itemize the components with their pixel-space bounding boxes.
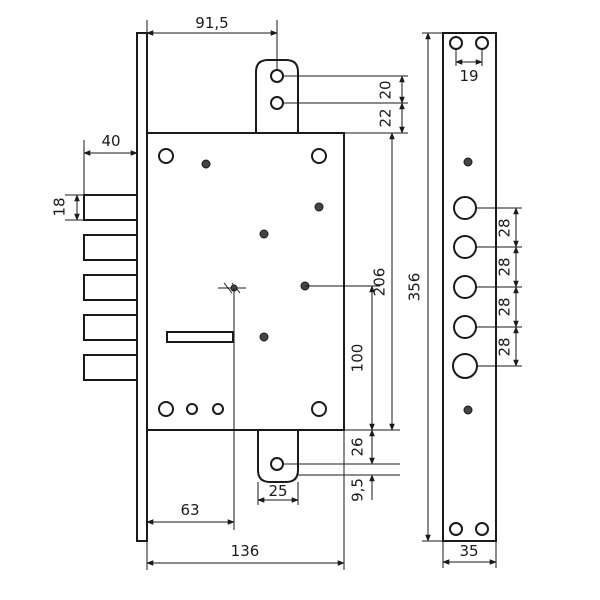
strike-bolt-hole [453,196,477,220]
strike-plate [442,32,497,542]
dim-label-bolt-projection: 40 [101,132,120,150]
dim-label-height-206: 206 [371,268,389,297]
strike-bolt-hole [452,353,478,379]
dim-label-bottom-plate-width: 25 [268,482,287,500]
dim-label-case-width: 136 [231,542,260,560]
strike-hole-top [475,36,489,50]
bolt [83,314,138,341]
dimension-labels: 91,5 20 22 40 18 206 100 26 9,5 25 63 13… [51,14,514,560]
case-hole [311,401,327,417]
dim-label-pitch-3: 28 [496,297,514,316]
top-tab-hole-lower [270,96,284,110]
dim-label-bottom-hole-offset: 9,5 [349,478,367,502]
top-tab-hole-upper [270,69,284,83]
case-screw [314,202,324,212]
dim-label-strike-hole-spacing: 19 [459,67,478,85]
bolt [83,194,138,221]
case-screw [259,332,269,342]
case-hole [311,148,327,164]
strike-screw [463,405,473,415]
dim-label-top-hole-spacing: 20 [377,80,395,99]
bolt [83,274,138,301]
case-screw [259,229,269,239]
strike-hole-bottom [449,522,463,536]
strike-hole-bottom [475,522,489,536]
dim-label-strike-width: 35 [459,542,478,560]
dim-label-strike-height: 356 [406,273,424,302]
dim-label-top-plate-height: 22 [377,108,395,127]
cylinder-slot [166,331,234,343]
bottom-tab [257,430,299,483]
dim-label-pitch-1: 28 [496,218,514,237]
strike-hole-top [449,36,463,50]
bolt [83,354,138,381]
dim-label-bottom-plate-height: 26 [349,437,367,456]
bottom-tab-hole [270,457,284,471]
lock-body [83,32,345,542]
strike-bolt-hole [453,315,477,339]
dim-label-pitch-4: 28 [496,337,514,356]
dimension-lines [65,20,522,570]
faceplate [136,32,148,542]
dim-label-bolt-height: 18 [51,197,69,216]
dim-label-top-offset: 91,5 [195,14,228,32]
strike-bolt-hole [453,235,477,259]
bolt [83,234,138,261]
case-hole [158,148,174,164]
case-hole-small [212,403,224,415]
case-screw [201,159,211,169]
strike-screw [463,157,473,167]
strike-bolt-hole [453,275,477,299]
dim-label-pitch-2: 28 [496,257,514,276]
lock-case [146,132,345,431]
dim-label-height-100: 100 [349,344,367,373]
dim-label-backset: 63 [180,501,199,519]
case-hole [158,401,174,417]
case-hole-small [186,403,198,415]
